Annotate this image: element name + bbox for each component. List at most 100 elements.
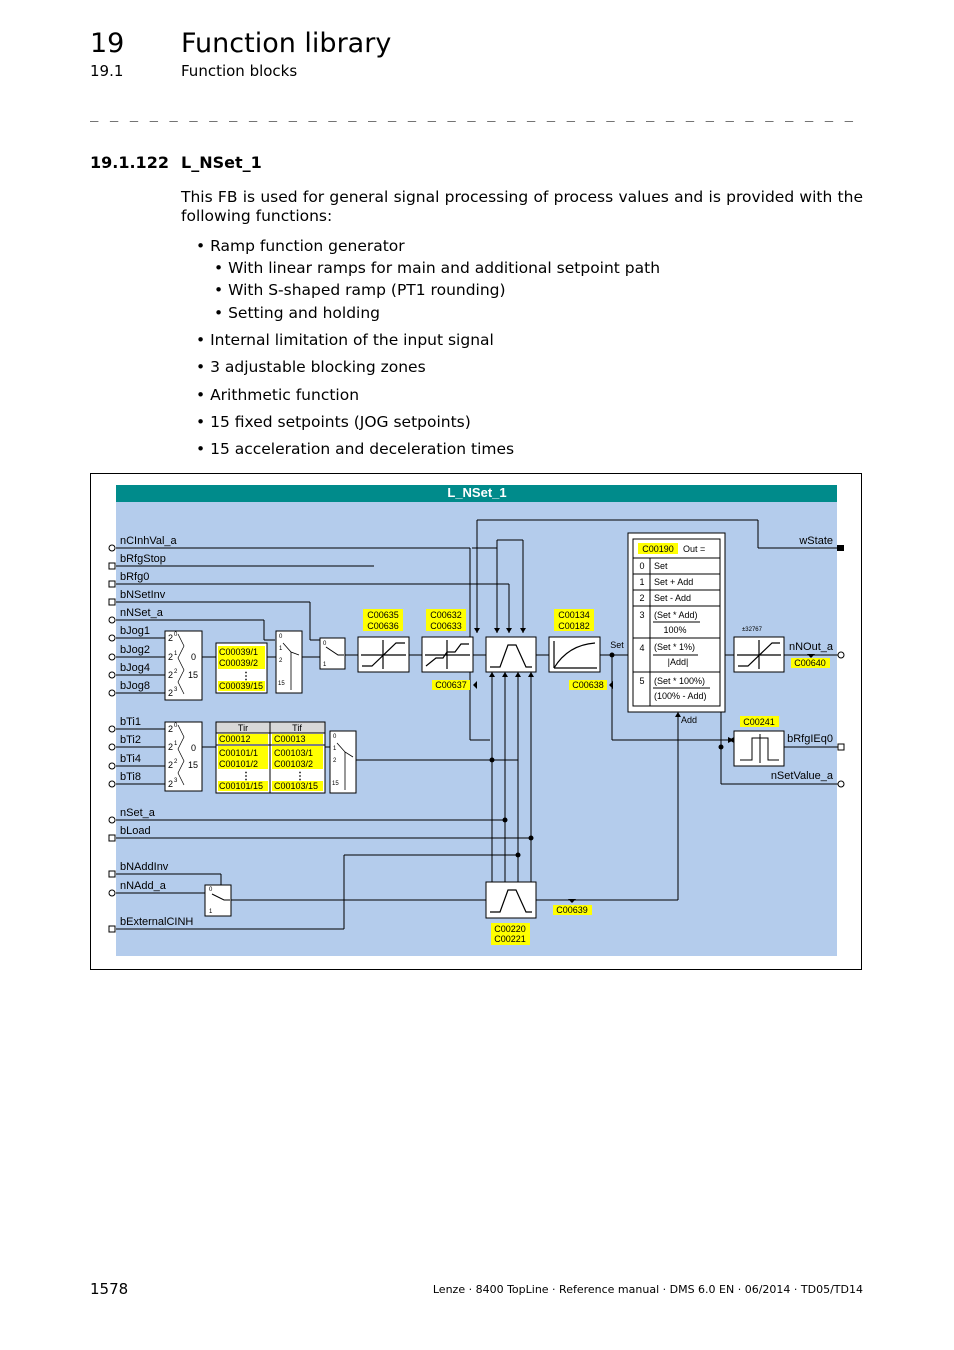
- dots: ⋮: [241, 671, 251, 682]
- arrowhead: [675, 712, 681, 717]
- code-label: C00241: [743, 717, 775, 727]
- digital-input-connector[interactable]: [108, 834, 116, 842]
- highlight: [554, 609, 594, 631]
- arith-expr: (Set * Add): [654, 610, 698, 620]
- decoder-exp: 2: [174, 669, 178, 675]
- sel-label: 2: [279, 658, 283, 664]
- output-limiter-block: [733, 636, 785, 673]
- digital-output-connector[interactable]: [837, 743, 845, 751]
- analog-input-connector[interactable]: [108, 634, 116, 642]
- input-label: bJog4: [120, 662, 150, 674]
- analog-input-connector[interactable]: [108, 780, 116, 788]
- arith-code: C00190: [642, 544, 674, 554]
- highlight: [218, 646, 265, 669]
- digital-input-connector[interactable]: [108, 562, 116, 570]
- digital-input-connector[interactable]: [108, 925, 116, 933]
- arith-index: 0: [639, 561, 644, 571]
- decoder-out-15: 15: [188, 760, 198, 770]
- decoder-exp: 3: [174, 687, 178, 693]
- analog-input-connector[interactable]: [108, 889, 116, 897]
- code-label: C00039/15: [219, 681, 263, 691]
- bullet-text: Internal limitation of the input signal: [210, 331, 494, 349]
- sel-label: 1: [323, 662, 327, 668]
- output-label: wState: [798, 535, 833, 547]
- decoder-exp: 1: [174, 741, 178, 747]
- digital-input-connector[interactable]: [108, 580, 116, 588]
- input-label: bNAddInv: [120, 861, 169, 873]
- highlight: [491, 923, 530, 945]
- analog-input-connector[interactable]: [108, 762, 116, 770]
- analog-input-connector[interactable]: [108, 743, 116, 751]
- bullet-1: • Ramp function generator: [196, 237, 405, 255]
- input-label: bRfgStop: [120, 553, 166, 565]
- out-limiter-curve: [737, 640, 781, 669]
- sel-label: 15: [278, 681, 285, 687]
- switch-lever: [211, 893, 230, 901]
- limiter-block: [357, 636, 410, 673]
- analog-input-connector[interactable]: [108, 725, 116, 733]
- decoder-exp: 3: [174, 778, 178, 784]
- arrowhead: [528, 672, 534, 677]
- analog-output-connector[interactable]: [837, 780, 845, 788]
- input-label: bTi4: [120, 753, 141, 765]
- decoder-out-15: 15: [188, 670, 198, 680]
- diagram-banner: [116, 485, 837, 502]
- arith-expr: Set: [654, 561, 668, 571]
- bullet-3: • With S-shaped ramp (PT1 rounding): [214, 281, 506, 299]
- section-number: 19.1: [90, 62, 124, 80]
- input-labels: nCInhVal_a bRfgStop bRfg0 bNSetInv nNSet…: [120, 535, 834, 928]
- digital-input-connector[interactable]: [108, 870, 116, 878]
- switch-lever: [325, 646, 344, 656]
- analog-input-connector[interactable]: [108, 544, 116, 552]
- arith-denom: 100%: [663, 625, 686, 635]
- limiter-curve: [361, 640, 406, 669]
- bullet-text: Ramp function generator: [210, 237, 405, 255]
- word-output-connector[interactable]: [837, 545, 844, 551]
- arith-index: 2: [639, 593, 644, 603]
- analog-input-connector[interactable]: [108, 816, 116, 824]
- junction-dot: [718, 744, 724, 750]
- junction-dot: [528, 835, 534, 841]
- output-label: nSetValue_a: [771, 770, 834, 782]
- analog-input-connector[interactable]: [108, 671, 116, 679]
- sel-label: 1: [209, 909, 213, 915]
- code-label: C00101/15: [219, 781, 263, 791]
- input-label: bRfg0: [120, 571, 149, 583]
- col-header-tif: Tif: [292, 723, 302, 733]
- decoder-exp: 2: [174, 759, 178, 765]
- arrowheads: [474, 628, 734, 743]
- add-ramp-block: [485, 881, 537, 919]
- arrowhead: [728, 737, 734, 743]
- analog-input-connector[interactable]: [108, 616, 116, 624]
- decoder-base: 2: [168, 779, 173, 789]
- bullet-8: • 15 fixed setpoints (JOG setpoints): [196, 413, 471, 431]
- limit-label: ±32767: [742, 627, 763, 633]
- selector-switch: [336, 742, 354, 790]
- highlight: [432, 680, 470, 690]
- code-label: C00635: [367, 610, 399, 620]
- chapter-number: 19: [90, 28, 125, 59]
- rfg-curve: [490, 644, 532, 668]
- highlight: [553, 905, 592, 915]
- input-label: nCInhVal_a: [120, 535, 178, 547]
- arith-index: 3: [639, 610, 644, 620]
- analog-input-connector[interactable]: [108, 653, 116, 661]
- decoder-exp: 0: [174, 723, 178, 729]
- comparator-window: [740, 734, 779, 763]
- input-label: nNSet_a: [120, 607, 164, 619]
- arith-expr: Set + Add: [654, 577, 693, 587]
- blocking-curve: [425, 640, 470, 669]
- pt1-box: [548, 636, 601, 673]
- arrowhead: [506, 628, 512, 633]
- comparator-block: [733, 730, 785, 767]
- arrowhead: [502, 672, 508, 677]
- digital-input-connector[interactable]: [108, 598, 116, 606]
- analog-input-connector[interactable]: [108, 689, 116, 697]
- decoder-base: 2: [168, 760, 173, 770]
- highlight: [272, 746, 323, 769]
- analog-output-connector[interactable]: [837, 651, 845, 659]
- bullet-text: With linear ramps for main and additiona…: [228, 259, 661, 277]
- code-label: C00638: [572, 680, 604, 690]
